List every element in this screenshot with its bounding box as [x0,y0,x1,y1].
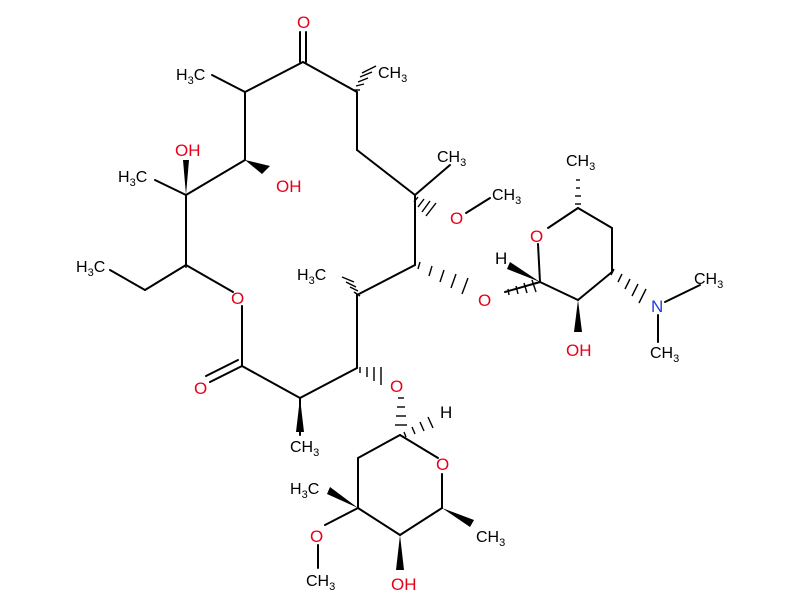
sugar2-ring-bond [399,434,439,459]
hydroxyl-label: OH [175,141,201,160]
methyl-label: H3C [118,169,147,189]
sugar2-ring-bond [357,507,401,536]
amine-methyl-bond [664,284,701,303]
amine-methyl-label: CH3 [694,271,723,291]
wedge-layer [183,160,582,570]
bond-layer [109,31,701,569]
sugar1-ring-bond [577,271,613,301]
ring-bond [299,367,358,399]
hash-layer [185,65,647,438]
methoxy-methyl-label: CH3 [492,187,521,207]
hashed-bond [413,196,437,217]
hashed-bond [354,65,377,91]
methyl-bond [211,74,246,93]
wedge-bond [442,508,474,527]
ring-bond [356,264,416,296]
label-layer: O H3C CH3 OH H3C OH CH3 O CH3 H3C O H3C … [76,13,723,594]
hydroxyl-label: OH [276,177,302,196]
wedge-bond [396,535,404,570]
ring-oxygen-label: O [231,289,244,308]
ring-bond [302,61,358,93]
methyl-label: CH3 [290,439,319,459]
methyl-label: H3C [176,67,205,87]
sugar2-methoxy-methyl-label: CH3 [306,573,335,593]
sugar2-hydrogen-label: H [440,403,452,422]
methoxy-bond [465,197,491,214]
methoxy-oxygen-label: O [450,209,463,228]
methyl-bond [414,164,451,196]
glycoside-oxygen-label: O [390,377,403,396]
hashed-bond [403,416,434,438]
amine-methyl-label: CH3 [650,345,679,365]
sugar2-methyl-label: H3C [290,481,319,501]
sugar2-hydroxyl-label: OH [391,575,417,594]
sugar1-ring-bond [547,207,579,229]
methyl-label: CH3 [378,65,407,85]
sugar1-ring-bond [539,281,579,301]
methyl-label: H3C [297,267,326,287]
wedge-bond [183,160,189,195]
sugar1-ring-bond [537,243,541,283]
hashed-bond [610,268,647,304]
amine-nitrogen-label: N [651,297,663,316]
lactone-double-bond-b [205,359,239,377]
wedge-bond [574,300,582,332]
lactone-double-bond-a [209,365,243,383]
ring-bond [244,61,304,93]
methyl-label: CH3 [437,149,466,169]
glycoside-bond [504,281,541,293]
sugar1-hydroxyl-label: OH [566,341,592,360]
sugar1-methyl-label: CH3 [566,153,595,173]
sugar2-methoxy-oxygen-label: O [310,527,323,546]
ethyl-bond [109,269,146,291]
hashed-bond [359,367,382,385]
methyl-bond [154,179,187,196]
hashed-bond [507,279,537,296]
sugar2-methyl-label: CH3 [476,529,505,549]
sugar1-hydrogen-label: H [495,249,507,268]
glycoside-oxygen-label: O [478,291,491,310]
wedge-bond [245,160,270,174]
ring-bond [356,149,416,196]
ethyl-bond [144,264,187,291]
sugar2-ring-bond [399,507,443,536]
wedge-bond [327,487,358,508]
sugar2-methoxy-bond [324,507,359,526]
ring-bond [185,159,246,196]
sugar2-ring-bond [357,434,401,459]
ketone-oxygen-label: O [297,13,310,32]
wedge-bond [507,262,540,282]
hashed-bond [575,179,581,205]
ring-bond [185,264,234,293]
sugar1-ring-bond [577,207,613,229]
hashed-bond [417,261,469,295]
ethyl-methyl-label: H3C [76,259,105,279]
sugar1-ring-oxygen-label: O [530,227,543,246]
wedge-bond [296,398,304,432]
sugar2-ring-oxygen-label: O [436,455,449,474]
hashed-bond [395,397,407,426]
lactone-oxygen-label: O [194,379,207,398]
ring-bond [241,365,301,399]
hashed-bond [341,276,361,297]
